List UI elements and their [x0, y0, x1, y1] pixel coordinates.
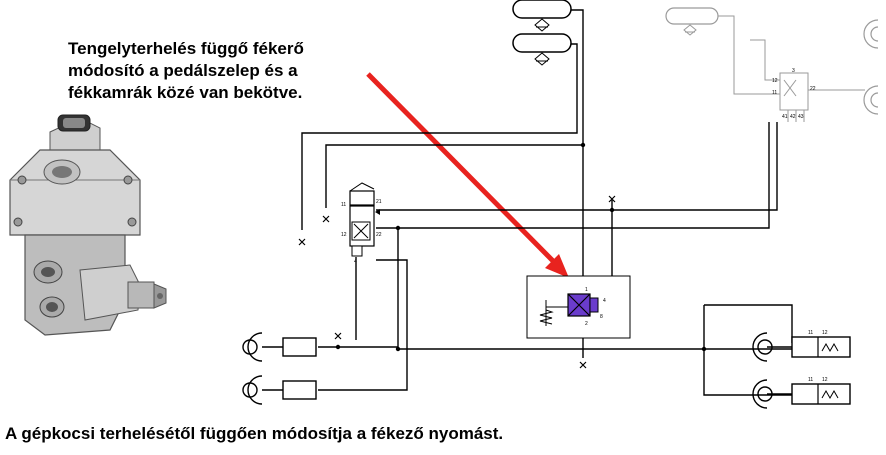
pedal-port-11: 11	[341, 202, 346, 208]
spring-brake-rear-bottom: 11 12	[752, 377, 851, 409]
relay-port-41: 41	[782, 114, 788, 120]
pedal-valve: 11 21 12 22 4	[341, 182, 382, 265]
pedal-port-22: 22	[376, 232, 382, 238]
load-port-1: 1	[585, 287, 588, 293]
load-port-8: 8	[600, 314, 603, 320]
pedal-port-12: 12	[341, 232, 347, 238]
rear-bottom-port-12: 12	[822, 377, 828, 383]
relay-port-3: 3	[792, 68, 795, 74]
annotation-line-2: módosító a pedálszelep és a	[68, 61, 298, 80]
pipe-junctions	[335, 142, 707, 352]
relay-port-12: 12	[772, 78, 778, 84]
trailer-coupling-heads	[863, 19, 879, 115]
rear-top-port-11: 11	[808, 330, 813, 336]
reservoir-upper	[512, 0, 572, 32]
exhaust-markers	[298, 195, 616, 369]
brake-chamber-front-right	[242, 375, 317, 405]
reservoir-lower	[512, 33, 572, 66]
relay-valve: 3 12 11 22 41 42 43	[772, 68, 816, 120]
annotation-text: Tengelyterhelés függő fékerő módosító a …	[68, 38, 368, 104]
load-port-2: 2	[585, 321, 588, 327]
relay-port-11: 11	[772, 90, 777, 96]
relay-port-43: 43	[798, 114, 804, 120]
trailer-reservoir	[665, 7, 719, 36]
load-port-4: 4	[603, 298, 606, 304]
relay-port-42: 42	[790, 114, 796, 120]
spring-brake-rear-top: 11 12	[752, 330, 851, 362]
rear-top-port-12: 12	[822, 330, 828, 336]
brake-chamber-front-left	[242, 332, 317, 362]
annotation-line-1: Tengelyterhelés függő fékerő	[68, 39, 304, 58]
annotation-arrow	[366, 72, 569, 278]
load-sensing-valve: 1 2 4 8	[526, 275, 631, 339]
pedal-port-4: 4	[354, 259, 357, 265]
annotation-line-3: fékkamrák közé van bekötve.	[68, 83, 303, 102]
relay-port-22: 22	[810, 86, 816, 92]
pedal-port-21: 21	[376, 199, 382, 205]
load-sensing-valve-icon	[9, 114, 167, 336]
rear-bottom-port-11: 11	[808, 377, 813, 383]
caption: A gépkocsi terhelésétől függően módosítj…	[5, 424, 504, 443]
